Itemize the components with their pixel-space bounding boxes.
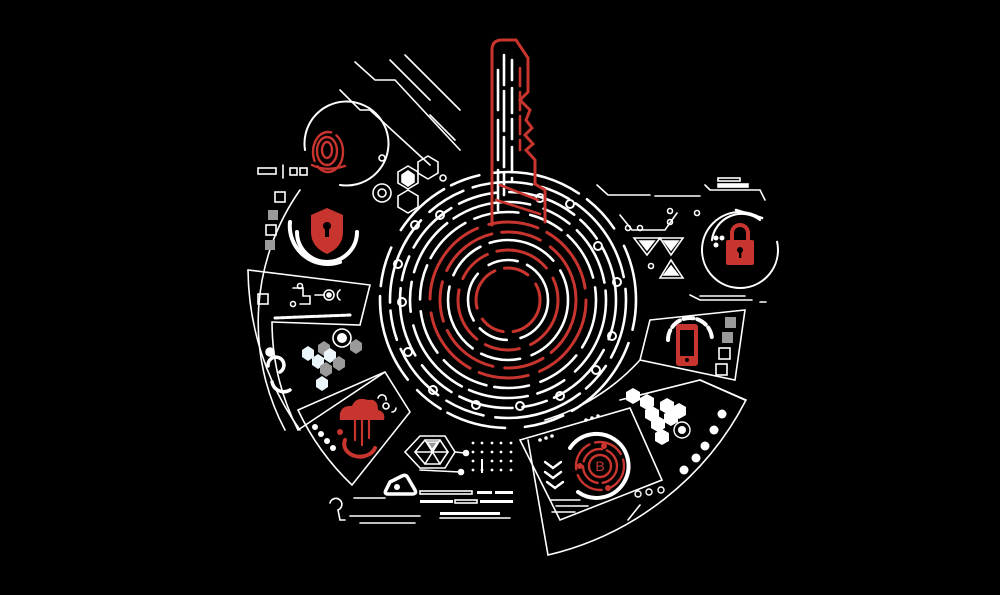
- padlock-icon: [689, 208, 779, 303]
- triangle-network-icon: [596, 177, 766, 279]
- spiral-glyph-icon: [265, 347, 292, 394]
- bitcoin-label: B: [595, 458, 604, 474]
- triangle-hexagon-icon: [403, 435, 470, 476]
- hexagon-network-icon: [372, 154, 447, 214]
- bottom-circuit-bars: [329, 473, 513, 524]
- fingerprint-icon: [303, 100, 390, 187]
- flow-diagram-icon: [257, 282, 352, 320]
- dot-grid: [471, 441, 513, 473]
- hexagon-grid-icon: [302, 328, 362, 391]
- key-icon: [490, 38, 547, 227]
- maze-icon: [378, 170, 638, 430]
- circuit-traces: [339, 54, 461, 166]
- smartphone-icon: [666, 316, 736, 376]
- status-indicators: [257, 164, 308, 179]
- cloud-icon: [312, 394, 397, 459]
- hexagon-cluster-icon: [626, 388, 727, 475]
- bitcoin-icon: B: [538, 414, 665, 513]
- shield-lock-icon: [265, 191, 359, 266]
